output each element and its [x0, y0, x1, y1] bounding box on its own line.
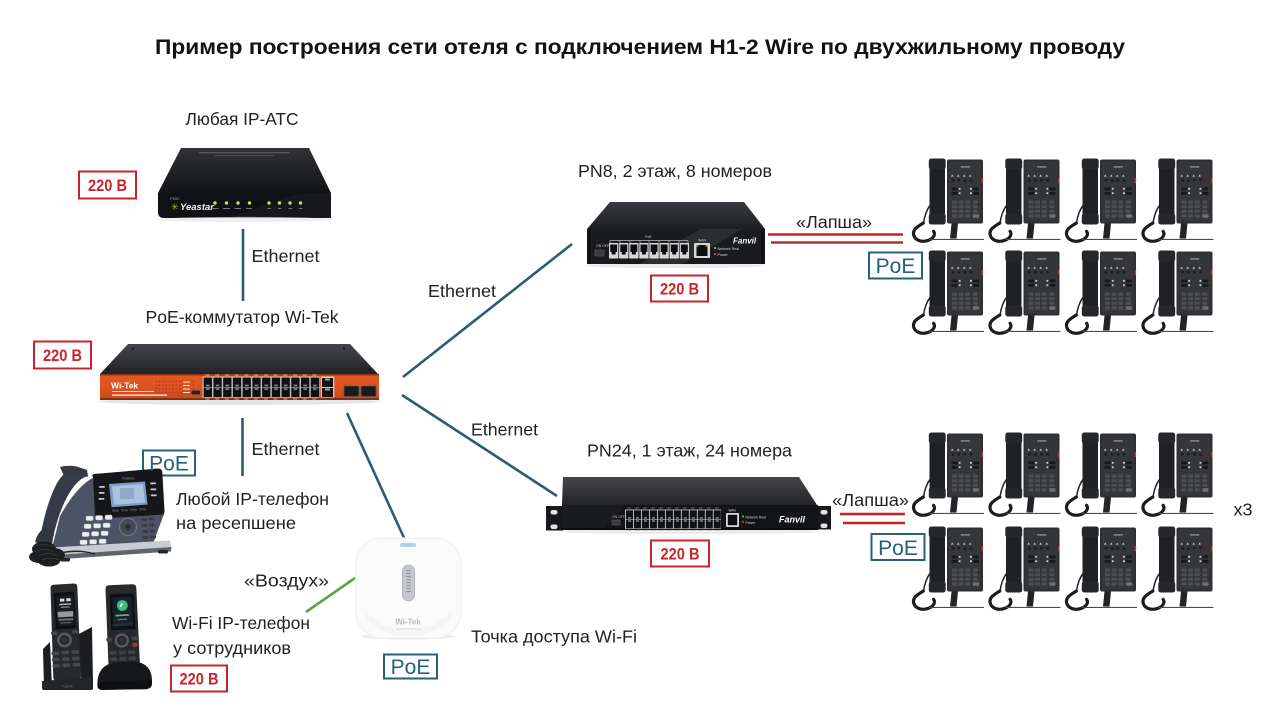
- svg-text:WAN: WAN: [698, 239, 707, 243]
- svg-text:220 В: 220 В: [88, 177, 127, 195]
- svg-text:x3: x3: [1234, 499, 1253, 519]
- svg-text:✳: ✳: [171, 202, 179, 212]
- svg-text:Yealink: Yealink: [122, 476, 135, 481]
- svg-text:PoE: PoE: [876, 255, 916, 278]
- svg-text:на ресепшене: на ресепшене: [176, 513, 296, 533]
- svg-text:Ethernet: Ethernet: [471, 420, 538, 440]
- svg-text:Wi-Tek: Wi-Tek: [111, 381, 138, 391]
- svg-text:PN8, 2 этаж, 8 номеров: PN8, 2 этаж, 8 номеров: [578, 161, 772, 181]
- svg-text:PoE: PoE: [878, 537, 918, 560]
- svg-text:WAN: WAN: [728, 509, 736, 513]
- svg-text:Любая IP-АТС: Любая IP-АТС: [186, 109, 299, 129]
- svg-text:220 В: 220 В: [661, 546, 700, 564]
- svg-text:Power: Power: [718, 253, 729, 257]
- svg-text:Yeastar: Yeastar: [180, 202, 215, 213]
- svg-text:Fanvil: Fanvil: [779, 515, 806, 525]
- svg-text:PoE: PoE: [391, 656, 431, 679]
- svg-text:220 В: 220 В: [660, 281, 699, 299]
- svg-text:PoE-коммутатор Wi-Tek: PoE-коммутатор Wi-Tek: [146, 307, 339, 327]
- svg-text:Пример построения сети отеля с: Пример построения сети отеля с подключен…: [155, 35, 1125, 59]
- svg-text:Любой IP-телефон: Любой IP-телефон: [176, 489, 329, 509]
- svg-text:Wi-Tek: Wi-Tek: [395, 618, 421, 627]
- svg-text:PN24, 1 этаж, 24 номера: PN24, 1 этаж, 24 номера: [587, 441, 792, 461]
- svg-text:P550: P550: [170, 196, 180, 201]
- svg-text:Fanvil: Fanvil: [733, 237, 757, 246]
- svg-text:Ethernet: Ethernet: [428, 281, 496, 301]
- svg-text:Ethernet: Ethernet: [252, 246, 320, 266]
- svg-text:Yealink: Yealink: [61, 685, 73, 689]
- svg-text:220 В: 220 В: [43, 347, 82, 365]
- svg-text:PoE: PoE: [645, 235, 652, 239]
- svg-text:«Воздух»: «Воздух»: [244, 571, 329, 591]
- svg-text:Network Real: Network Real: [718, 247, 740, 251]
- svg-text:Ethernet: Ethernet: [252, 439, 320, 459]
- svg-text:Network Real: Network Real: [746, 515, 767, 519]
- svg-text:«Лапша»: «Лапша»: [796, 212, 872, 232]
- svg-text:Точка доступа Wi-Fi: Точка доступа Wi-Fi: [471, 627, 637, 647]
- svg-text:у сотрудников: у сотрудников: [173, 638, 291, 658]
- svg-text:«Лапша»: «Лапша»: [832, 490, 909, 510]
- svg-text:Wi-Fi IP-телефон: Wi-Fi IP-телефон: [172, 613, 310, 633]
- svg-text:ON OFF: ON OFF: [612, 515, 625, 519]
- svg-text:PoE: PoE: [149, 453, 189, 476]
- svg-text:ON OFF: ON OFF: [596, 244, 609, 248]
- svg-text:220 В: 220 В: [180, 671, 219, 689]
- svg-text:Power: Power: [746, 521, 756, 525]
